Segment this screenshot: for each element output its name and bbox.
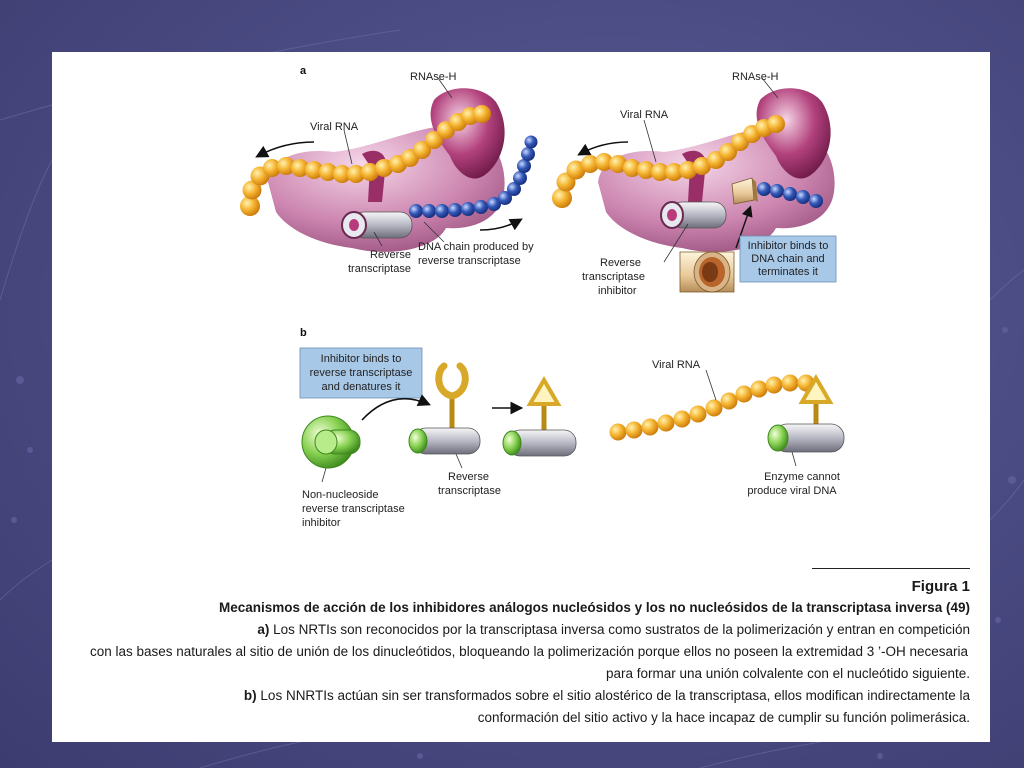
panel-b: Inhibitor binds to reverse transcriptase… [299, 347, 845, 529]
enzyme-label-1: Enzyme cannot [764, 471, 840, 483]
box-a-line-3: terminates it [758, 266, 818, 278]
rna-direction-arrow-right [577, 141, 629, 156]
dna-chain-left [409, 135, 538, 218]
rnase-label-right: RNAse-H [732, 71, 779, 83]
dna-label-left-2: reverse transcriptase [418, 255, 521, 267]
inhibitor-binds-dna-box: Inhibitor binds to DNA chain and termina… [739, 235, 837, 283]
rnase-h-right [756, 88, 831, 179]
rt-label-b-1: Reverse [448, 471, 489, 483]
rna-direction-arrow-left [255, 141, 315, 158]
box-a-line-1: Inhibitor binds to [748, 240, 829, 252]
caption-b-line-1: b) Los NNRTIs actúan sin ser transformad… [52, 688, 970, 704]
panel-a-label: a [300, 65, 307, 77]
viral-rna-label-left: Viral RNA [310, 121, 359, 133]
rt-inactive [767, 374, 845, 453]
box-b-line-3: and denatures it [322, 381, 401, 393]
enzyme-label-2: produce viral DNA [747, 485, 837, 497]
dna-direction-arrow-left [479, 218, 523, 231]
caption-a-text-1: Los NRTIs son reconocidos por la transcr… [273, 622, 970, 637]
panel-a-left: RNAse-H Viral RNA Reverse transcriptase … [240, 71, 538, 275]
inhibitor-label-1: Reverse [600, 257, 641, 269]
figure-title: Figura 1 [911, 578, 970, 595]
box-b-line-1: Inhibitor binds to [321, 353, 402, 365]
chain-terminator [731, 177, 758, 205]
figure-rule [812, 568, 970, 569]
viral-rna-label-b: Viral RNA [652, 359, 701, 371]
nnrti-label-2: reverse transcriptase [302, 503, 405, 515]
viral-rna-right [552, 115, 785, 208]
enzyme-body-right [598, 125, 835, 252]
caption-b-line-2: conformación del sitio activo y la hace … [477, 710, 970, 725]
panel-b-label: b [300, 327, 307, 339]
rnase-label-left: RNAse-H [410, 71, 457, 83]
rt-with-open-site [408, 362, 481, 455]
nnrti-molecule [301, 415, 361, 469]
enzyme-body-left [268, 125, 505, 252]
binding-arrow [361, 394, 431, 421]
rt-label-b-2: transcriptase [438, 485, 501, 497]
box-b-line-2: reverse transcriptase [310, 367, 413, 379]
inhibitor-label-2: transcriptase [582, 271, 645, 283]
caption-a-line-1: a) Los NRTIs son reconocidos por la tran… [52, 622, 970, 638]
nnrti-label-1: Non-nucleoside [302, 489, 378, 501]
panel-a-right: Inhibitor binds to DNA chain and termina… [552, 71, 837, 297]
nnrti-label-3: inhibitor [302, 517, 341, 529]
viral-rna-label-right: Viral RNA [620, 109, 669, 121]
rt-cylinder-right [660, 201, 727, 229]
viral-rna-b [609, 374, 815, 441]
inhibitor-pointer-arrow [735, 205, 753, 249]
box-a-line-2: DNA chain and [751, 253, 824, 265]
inhibitor-binds-rt-box: Inhibitor binds to reverse transcriptase… [299, 347, 423, 399]
caption-a-line-2: con las bases naturales al sitio de unió… [89, 644, 968, 659]
inhibitor-label-3: inhibitor [598, 285, 637, 297]
dna-chain-right [757, 182, 823, 208]
caption-b-text-1: Los NNRTIs actúan sin ser transformados … [260, 688, 970, 703]
rt-denatured [502, 376, 577, 457]
rt-inhibitor-cylinder [679, 251, 735, 293]
caption-a-prefix: a) [257, 622, 270, 637]
rt-label-left-2: transcriptase [348, 263, 411, 275]
caption-a-line-3: para formar una unión colvalente con el … [606, 666, 970, 681]
figure-sheet: a [52, 52, 990, 742]
figure-diagram: a [240, 65, 845, 529]
rt-label-left-1: Reverse [370, 249, 411, 261]
caption-b-prefix: b) [243, 688, 257, 703]
dna-label-left-1: DNA chain produced by [418, 241, 534, 253]
rt-cylinder-left [341, 211, 413, 239]
caption-heading: Mecanismos de acción de los inhibidores … [219, 600, 970, 615]
viral-rna-left [240, 105, 491, 216]
